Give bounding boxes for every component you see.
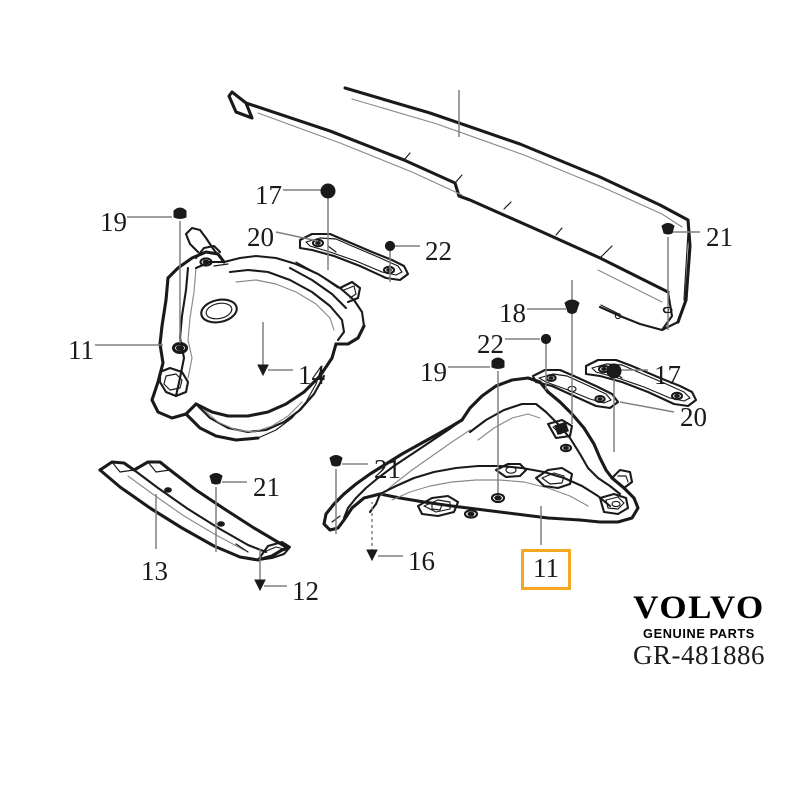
callout-22-left[interactable]: 22 bbox=[425, 238, 452, 265]
callout-number: 20 bbox=[680, 402, 707, 432]
callout-21-right-top[interactable]: 21 bbox=[706, 224, 733, 251]
callout-number: 14 bbox=[298, 360, 325, 390]
callout-number: 11 bbox=[533, 553, 559, 583]
callout-number: 17 bbox=[654, 360, 681, 390]
volvo-brand-block: VOLVO GENUINE PARTS bbox=[624, 592, 774, 641]
leader-14 bbox=[257, 322, 293, 377]
callout-number: 22 bbox=[425, 236, 452, 266]
volvo-subtitle: GENUINE PARTS bbox=[643, 627, 755, 641]
callout-12[interactable]: 12 bbox=[292, 578, 319, 605]
callout-number: 19 bbox=[100, 207, 127, 237]
callout-number: 21 bbox=[253, 472, 280, 502]
leader-19-left bbox=[127, 207, 188, 354]
callout-22-right[interactable]: 22 bbox=[477, 331, 504, 358]
callout-20-right[interactable]: 20 bbox=[680, 404, 707, 431]
callout-number: 12 bbox=[292, 576, 319, 606]
left-wheel-arch-liner bbox=[150, 226, 366, 442]
callout-number: 18 bbox=[499, 298, 526, 328]
callout-17-left[interactable]: 17 bbox=[255, 182, 282, 209]
callout-11-highlighted[interactable]: 11 bbox=[521, 549, 571, 590]
bracket-right-lower bbox=[584, 358, 698, 408]
callout-16[interactable]: 16 bbox=[408, 548, 435, 575]
leader-17-left bbox=[283, 183, 336, 270]
callout-18[interactable]: 18 bbox=[499, 300, 526, 327]
callout-19-right[interactable]: 19 bbox=[420, 359, 447, 386]
leader-12 bbox=[254, 549, 287, 592]
callout-14[interactable]: 14 bbox=[298, 362, 325, 389]
callout-number: 22 bbox=[477, 329, 504, 359]
leader-22-right bbox=[505, 333, 552, 390]
leader-21-lower-left bbox=[209, 473, 247, 552]
leader-17-right bbox=[606, 363, 648, 452]
volvo-wordmark: VOLVO bbox=[633, 590, 765, 626]
callout-number: 20 bbox=[247, 222, 274, 252]
callout-20-left[interactable]: 20 bbox=[247, 224, 274, 251]
callout-number: 16 bbox=[408, 546, 435, 576]
leader-16 bbox=[366, 502, 403, 562]
callout-21-mid-low[interactable]: 21 bbox=[374, 456, 401, 483]
leader-21-right-top bbox=[661, 223, 700, 330]
callout-number: 11 bbox=[68, 335, 94, 365]
lower-trim-strip bbox=[98, 460, 292, 562]
callout-11-left[interactable]: 11 bbox=[68, 337, 94, 364]
leader-22-left bbox=[384, 240, 420, 282]
callout-number: 19 bbox=[420, 357, 447, 387]
leader-19-right bbox=[448, 357, 506, 504]
callout-number: 17 bbox=[255, 180, 282, 210]
callout-21-lower-left[interactable]: 21 bbox=[253, 474, 280, 501]
callout-number: 13 bbox=[141, 556, 168, 586]
callout-number: 21 bbox=[706, 222, 733, 252]
leader-21-mid-low bbox=[329, 455, 368, 534]
upper-support-beam bbox=[227, 86, 692, 332]
left-liner-mount-tabs bbox=[194, 244, 222, 267]
part-number-label: GR-481886 bbox=[633, 640, 765, 670]
leader-18 bbox=[527, 280, 580, 424]
callout-19-left[interactable]: 19 bbox=[100, 209, 127, 236]
right-wheel-arch-liner bbox=[322, 376, 640, 532]
callout-number: 21 bbox=[374, 454, 401, 484]
callout-13[interactable]: 13 bbox=[141, 558, 168, 585]
leader-20-right bbox=[619, 401, 675, 413]
leader-20-left bbox=[275, 231, 319, 242]
callout-17-right[interactable]: 17 bbox=[654, 362, 681, 389]
